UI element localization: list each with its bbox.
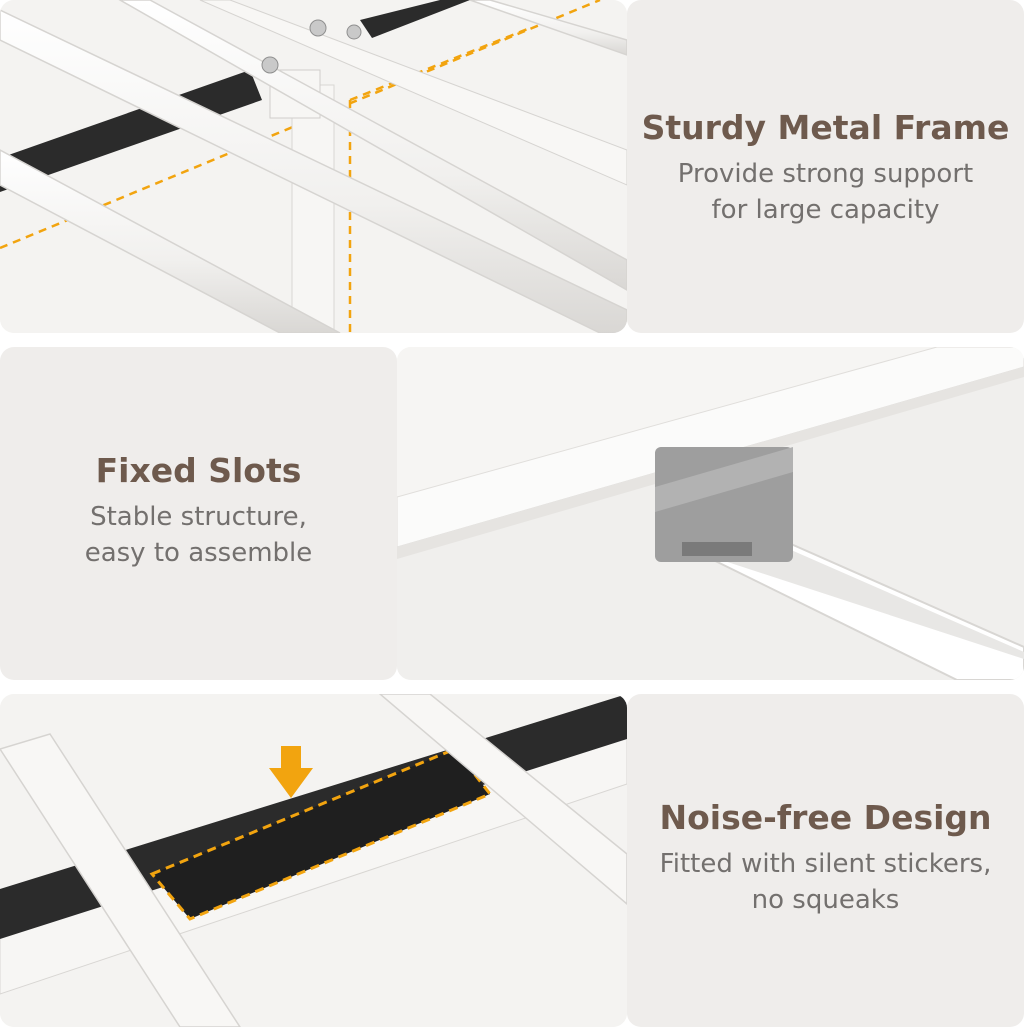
slot-photo-panel xyxy=(397,347,1024,680)
section-title: Noise-free Design xyxy=(659,798,992,837)
section-title: Fixed Slots xyxy=(95,451,302,490)
felt-photo-panel xyxy=(0,694,627,1027)
section-line: Provide strong support xyxy=(677,159,974,189)
section-line: Stable structure, xyxy=(90,502,307,532)
metal-frame-illustration xyxy=(0,0,627,333)
fixed-slot-illustration xyxy=(397,347,1024,680)
fixed-slots-text-panel: Fixed Slots Stable structure, easy to as… xyxy=(0,347,397,680)
frame-photo-panel xyxy=(0,0,627,333)
section-line: easy to assemble xyxy=(84,538,313,568)
section-line: no squeaks xyxy=(751,885,900,915)
noise-free-text-panel: Noise-free Design Fitted with silent sti… xyxy=(627,694,1024,1027)
down-arrow-icon xyxy=(269,746,313,798)
section-line: for large capacity xyxy=(711,195,940,225)
section-line: Fitted with silent stickers, xyxy=(659,849,992,879)
silent-sticker-illustration xyxy=(0,694,627,1027)
section-title: Sturdy Metal Frame xyxy=(641,108,1010,147)
sturdy-frame-text-panel: Sturdy Metal Frame Provide strong suppor… xyxy=(627,0,1024,333)
